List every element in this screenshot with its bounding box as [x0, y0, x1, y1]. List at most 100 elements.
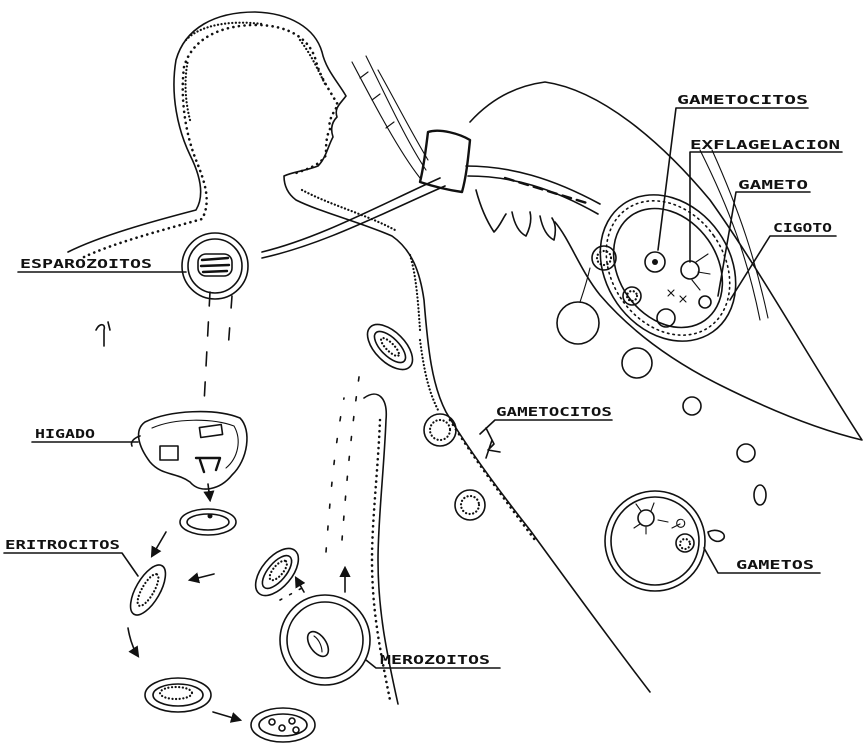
gametocyte-cell-2 — [455, 490, 485, 520]
label-gametos: GAMETOS — [736, 558, 814, 572]
midgut-x-marks — [668, 290, 686, 302]
gametes-circle-inner — [611, 497, 699, 585]
liver-schizont-box — [199, 425, 222, 438]
label-gametocitos-human: GAMETOCITOS — [496, 405, 612, 419]
labels: GAMETOCITOS EXFLAGELACION GAMETO CIGOTO … — [5, 93, 840, 667]
erythrocyte-5-merozoite-b — [279, 725, 285, 731]
erythrocyte-gametocyte — [360, 317, 421, 378]
exflagellation-flagella — [692, 254, 710, 290]
midgut-gamete-cell — [699, 296, 711, 308]
erythrocyte-5-merozoite-a — [269, 719, 275, 725]
merozoite-bean-inner — [314, 636, 322, 652]
microgamete-cell — [638, 510, 654, 526]
sporozoite-dashes-column-2 — [228, 296, 232, 350]
erythrocyte-5-merozoite-c — [289, 718, 295, 724]
mosquito-proboscis — [262, 178, 445, 258]
erythrocyte-4-outer — [145, 678, 211, 712]
label-higado: HIGADO — [35, 427, 95, 441]
mosquito-foregut — [466, 166, 600, 214]
erythrocyte-gametocyte-inner — [369, 326, 410, 367]
liver-inner-lobe — [152, 420, 238, 468]
gametocyte-cell-1 — [424, 414, 456, 446]
gametocyte-cell-1-outline — [424, 414, 456, 446]
erythrocyte-4-trophozoite — [160, 687, 192, 699]
label-leaders — [4, 108, 842, 668]
erythrocyte-2 — [124, 560, 173, 620]
liver-rupturing-schizont — [196, 458, 220, 472]
mosquito-mouthparts — [476, 190, 555, 240]
oocyst-small — [683, 397, 701, 415]
free-gamete — [672, 519, 685, 528]
erythrocyte-1-merozoite — [208, 514, 213, 519]
mosquito-body-outline — [470, 82, 862, 440]
label-gameto: GAMETO — [738, 178, 808, 192]
oocyst-large — [557, 302, 599, 344]
gametes-circle-outer — [605, 491, 705, 591]
oocyst-medium — [622, 348, 652, 378]
arrow-cycle-1 — [152, 532, 166, 556]
macrogamete-stippling — [680, 539, 690, 549]
oocyst-on-midgut — [592, 246, 616, 270]
arrow-cycle-4 — [213, 712, 240, 720]
label-gametocitos-mosquito: GAMETOCITOS — [677, 93, 808, 107]
merozoitos-cell — [280, 595, 370, 685]
erythrocyte-4 — [145, 678, 211, 712]
erythrocyte-1 — [180, 509, 236, 535]
leader-cigoto — [730, 236, 836, 300]
stray-mark — [96, 322, 110, 346]
mosquito-head — [420, 131, 470, 192]
arrow-cycle-3 — [128, 628, 138, 656]
label-merozoitos: MEROZOITOS — [380, 653, 490, 667]
sporozoite-dashes-column — [204, 292, 210, 404]
esparozoitos-cell — [182, 233, 248, 299]
liver — [131, 412, 246, 489]
human-head-stippling — [186, 23, 438, 410]
gametocyte-cell-2-outline — [455, 490, 485, 520]
label-esparozoitos: ESPAROZOITOS — [20, 257, 152, 271]
gametocyte-cell-2-stippling — [461, 496, 479, 514]
erythrocyte-2-ring — [134, 571, 162, 608]
ookinete — [754, 485, 766, 505]
leader-gametocitos-human — [480, 420, 612, 434]
erythrocyte-1-outer — [180, 509, 236, 535]
erythrocyte-5 — [251, 708, 315, 742]
erythrocyte-3-outer — [248, 541, 307, 603]
oocyst-smaller — [737, 444, 755, 462]
feeding-mosquito-mark — [486, 428, 500, 458]
human-figure-outline — [68, 12, 650, 692]
erythrocyte-2-outer — [124, 560, 173, 620]
merozoite-bean — [303, 628, 332, 660]
midgut-exflagellating-cell — [681, 261, 699, 279]
sporozoite-strands — [201, 258, 229, 272]
microgamete-flagella — [634, 503, 668, 534]
merozoite-dots-near-cell — [280, 588, 302, 600]
midgut-stripes — [581, 177, 755, 359]
erythrocyte-5-merozoite-d — [293, 727, 299, 733]
arrow-cycle-2 — [190, 574, 214, 580]
leader-gameto — [718, 192, 810, 296]
arrow-liver-to-blood — [208, 484, 210, 500]
label-cigoto: CIGOTO — [773, 221, 832, 235]
erythrocyte-gametocyte-outer — [360, 317, 421, 378]
merozoite-dots-track-2 — [342, 370, 360, 540]
label-eritrocitos: ERITROCITOS — [5, 538, 120, 552]
mosquito-antenna — [352, 56, 428, 178]
erythrocyte-4-inner — [153, 684, 203, 706]
leader-exflagelacion — [690, 152, 842, 262]
liver-outline — [139, 412, 247, 489]
human-figure-stippling — [84, 25, 338, 257]
gametes-circle — [605, 491, 724, 591]
erythrocyte-gametocyte-body — [379, 336, 402, 359]
merozoite-dots-track-1 — [326, 398, 344, 552]
liver-cell-box — [160, 446, 178, 460]
gametocyte-cell-1-stippling — [430, 420, 450, 440]
erythrocyte-3-schizont — [267, 558, 290, 583]
gamete-outside-circle — [708, 530, 724, 541]
midgut-gametocyte-nucleus — [652, 259, 658, 265]
erythrocyte-3 — [248, 541, 307, 603]
leader-eritrocitos — [4, 553, 138, 576]
label-exflagelacion: EXFLAGELACION — [690, 138, 840, 152]
oocyst-on-midgut-content — [597, 251, 611, 265]
